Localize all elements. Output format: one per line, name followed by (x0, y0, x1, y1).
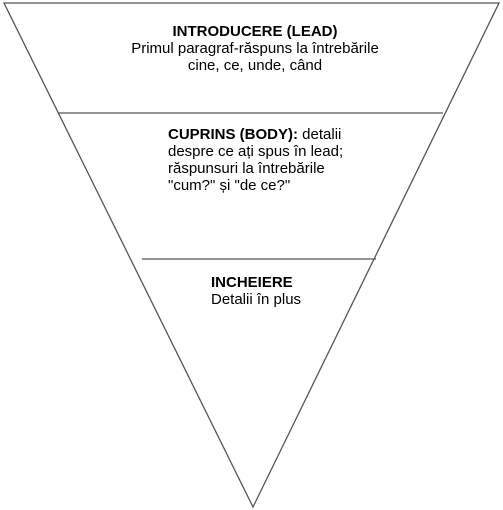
section-line: Primul paragraf-răspuns la întrebările (131, 40, 379, 57)
section-title-rest: detalii (298, 126, 342, 143)
section-line: "cum?" și "de ce?" (168, 177, 291, 194)
section-title-incheiere: INCHEIERE (211, 274, 293, 291)
section-line: Detalii în plus (211, 291, 302, 308)
section-title-cuprins: CUPRINS (BODY): (168, 126, 298, 143)
section-title-introducere: INTRODUCERE (LEAD) (172, 23, 338, 40)
section-cuprins: CUPRINS (BODY): detalii despre ce ați sp… (168, 126, 378, 194)
section-introducere: INTRODUCERE (LEAD) Primul paragraf-răspu… (90, 23, 420, 74)
section-line: cine, ce, unde, când (187, 57, 323, 74)
section-line: răspunsuri la întrebările (168, 160, 325, 177)
section-incheiere: INCHEIERE Detalii în plus (211, 274, 361, 308)
section-line: despre ce ați spus în lead; (168, 143, 344, 160)
